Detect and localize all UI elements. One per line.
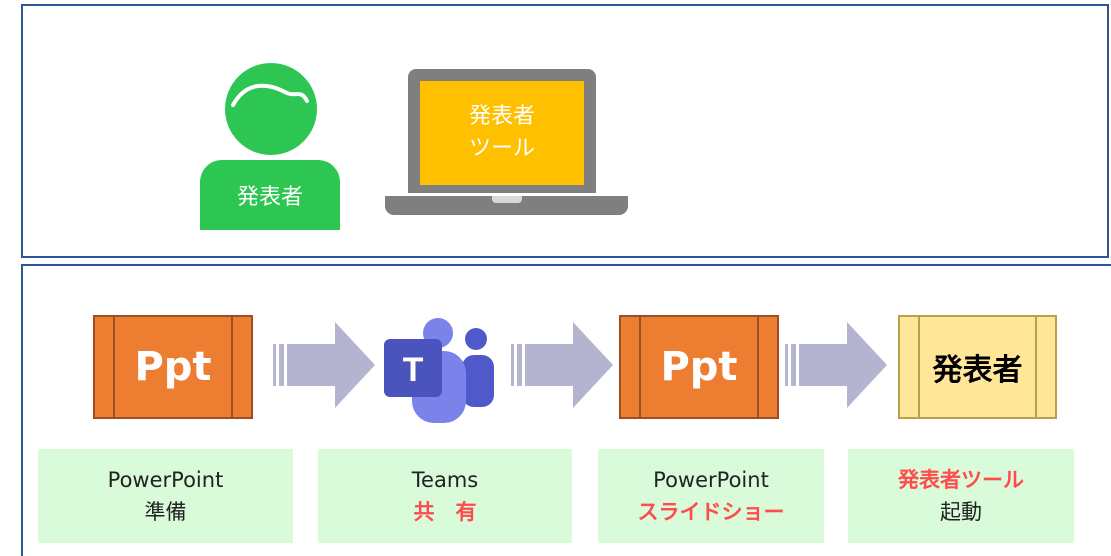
step-line1: 発表者ツール [898, 468, 1024, 492]
ppt-block-prepare: Ppt [93, 315, 253, 419]
step-line2: スライドショー [637, 500, 785, 524]
ppt-block-slideshow: Ppt [619, 315, 779, 419]
ppt-block-label: Ppt [660, 344, 738, 390]
teams-logo-letter: T [403, 351, 424, 389]
presenter-body: 発表者 [200, 160, 340, 230]
arrow-right-icon [273, 322, 375, 408]
step-card-presenter-tool: 発表者ツール 起動 [848, 449, 1074, 543]
laptop-base [385, 196, 628, 215]
ppt-block-label: Ppt [134, 344, 212, 390]
step-line2: 共 有 [413, 500, 477, 524]
laptop-screen: 発表者 ツール [420, 81, 584, 185]
presenter-label: 発表者 [236, 185, 303, 210]
step-line1: PowerPoint [653, 468, 769, 492]
laptop-notch [492, 196, 522, 203]
step-card-share: Teams 共 有 [318, 449, 572, 543]
step-line2: 起動 [940, 500, 982, 524]
laptop-screen-line1: 発表者 [468, 104, 535, 129]
step-card-slideshow: PowerPoint スライドショー [598, 449, 824, 543]
arrow-right-icon [785, 322, 887, 408]
teams-logo-icon: T [384, 318, 494, 423]
step-line1: PowerPoint [107, 468, 224, 492]
presenter-tool-block-label: 発表者 [932, 353, 1023, 388]
step-line2: 準備 [144, 500, 187, 524]
hair-line-icon [231, 83, 309, 107]
laptop-icon: 発表者 ツール [408, 69, 596, 193]
presenter-tool-block: 発表者 [898, 315, 1057, 419]
step-card-prepare: PowerPoint 準備 [38, 449, 293, 543]
step-line1: Teams [411, 468, 479, 492]
presenter-head-icon [225, 63, 317, 155]
laptop-screen-line2: ツール [468, 136, 535, 161]
arrow-right-icon [511, 322, 613, 408]
